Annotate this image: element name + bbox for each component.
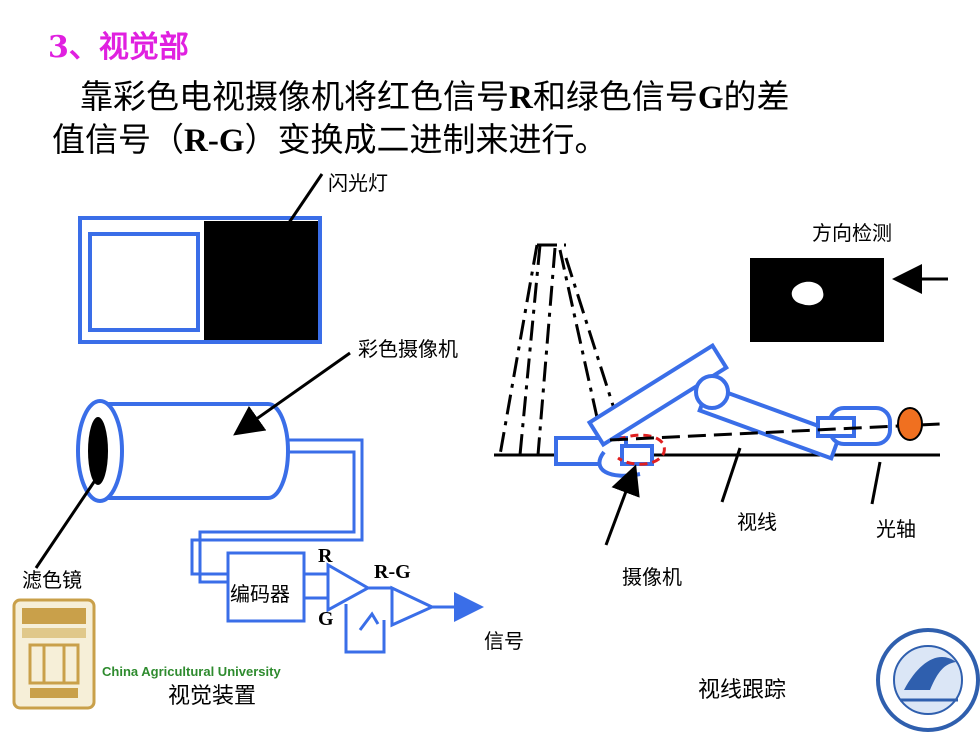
r-label: R bbox=[318, 545, 333, 567]
camera-region-dashed bbox=[617, 433, 666, 466]
signal-label: 信号 bbox=[484, 629, 524, 653]
camera-label-right: 摄像机 bbox=[622, 565, 682, 589]
encoder-circuit bbox=[226, 551, 484, 654]
rg-label: R-G bbox=[374, 561, 411, 583]
university-name-text: China Agricultural University bbox=[102, 664, 281, 679]
optical-axis-label: 光轴 bbox=[876, 517, 916, 541]
camera-pointer-arrow bbox=[233, 351, 351, 436]
vision-device-caption: 视觉装置 bbox=[168, 684, 257, 709]
gaze-tracking-caption: 视线跟踪 bbox=[698, 678, 787, 703]
sight-line bbox=[609, 422, 941, 442]
slide-heading: 3、视觉部 bbox=[48, 30, 189, 65]
cau-crest-logo bbox=[12, 598, 96, 710]
axis-pointer bbox=[870, 461, 882, 505]
sightline-pointer bbox=[720, 447, 742, 503]
flash-pointer-line bbox=[278, 173, 324, 237]
paragraph-line-1: 靠彩色电视摄像机将红色信号R和绿色信号G的差 bbox=[80, 77, 790, 116]
color-camera-label: 彩色摄像机 bbox=[358, 337, 458, 361]
detected-blob bbox=[791, 281, 824, 306]
camera-cable bbox=[190, 438, 364, 584]
target-object bbox=[897, 407, 923, 441]
camera-cylinder bbox=[34, 351, 351, 569]
direction-detect-label: 方向检测 bbox=[812, 221, 892, 245]
filter-label: 滤色镜 bbox=[22, 568, 82, 592]
sightline-label: 视线 bbox=[737, 510, 777, 534]
filter-pointer-line bbox=[34, 475, 100, 569]
engineering-college-seal-logo bbox=[876, 628, 980, 732]
g-label: G bbox=[318, 608, 334, 630]
encoder-label: 编码器 bbox=[230, 582, 290, 606]
flash-label: 闪光灯 bbox=[328, 171, 388, 195]
flash-unit bbox=[78, 173, 324, 344]
camera-pointer-right bbox=[604, 464, 640, 546]
paragraph-line-2: 值信号（R-G）变换成二进制来进行。 bbox=[52, 120, 608, 159]
